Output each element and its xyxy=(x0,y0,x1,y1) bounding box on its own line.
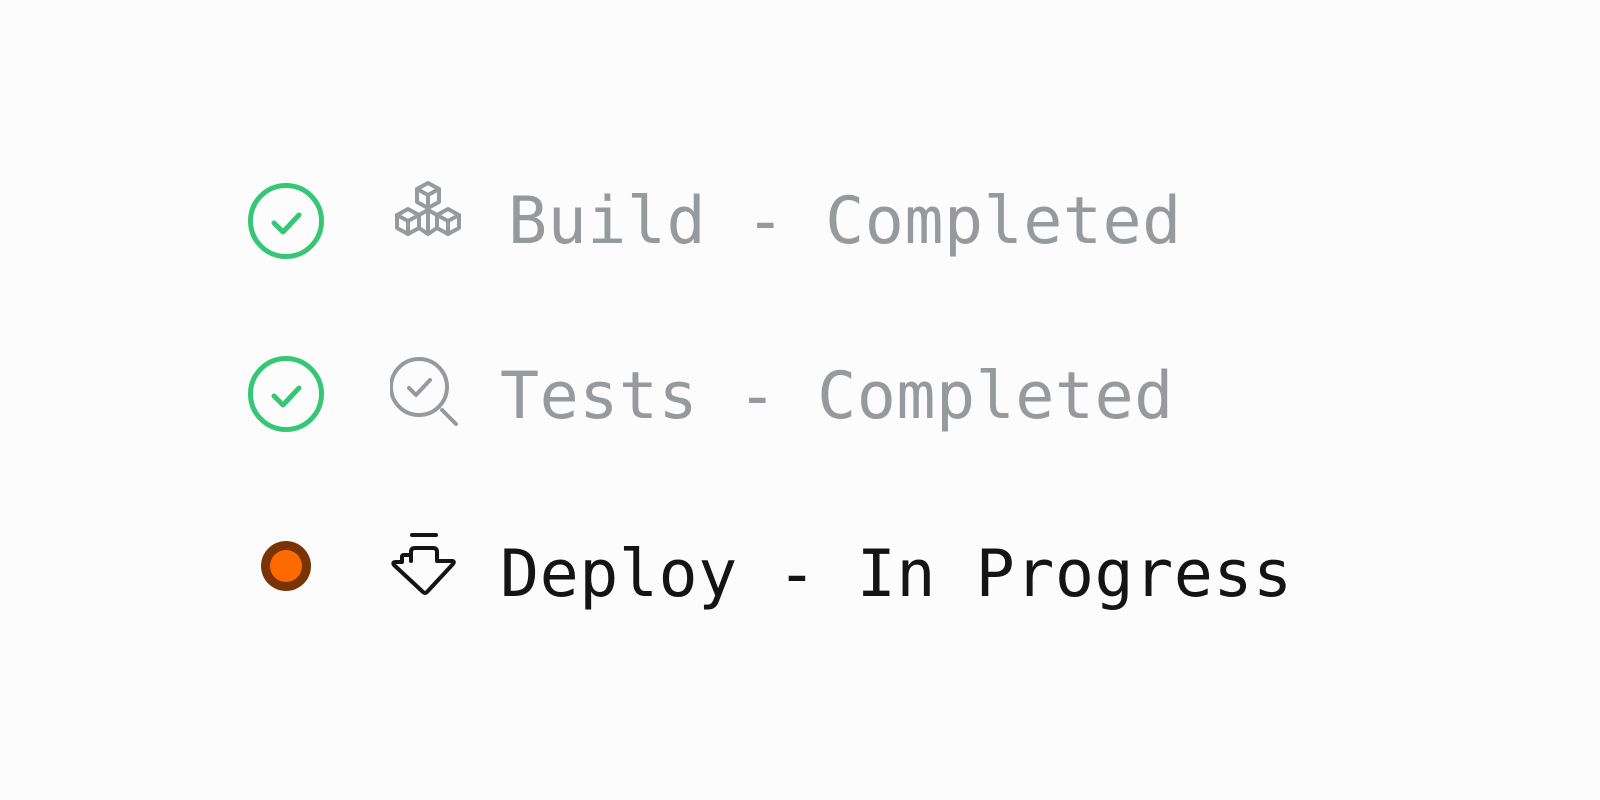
in-progress-dot-icon xyxy=(248,534,328,614)
step-build: Build - Completed xyxy=(0,179,1600,269)
magnifier-check-icon xyxy=(390,354,480,444)
check-circle-icon xyxy=(248,356,328,436)
step-label: Build - Completed xyxy=(508,184,1182,259)
step-label: Tests - Completed xyxy=(500,359,1174,434)
check-circle-icon xyxy=(248,181,328,261)
deploy-arrow-icon xyxy=(390,532,480,622)
cubes-icon xyxy=(390,179,480,269)
step-tests: Tests - Completed xyxy=(0,354,1600,444)
step-deploy: Deploy - In Progress xyxy=(0,532,1600,622)
step-label: Deploy - In Progress xyxy=(500,537,1293,612)
